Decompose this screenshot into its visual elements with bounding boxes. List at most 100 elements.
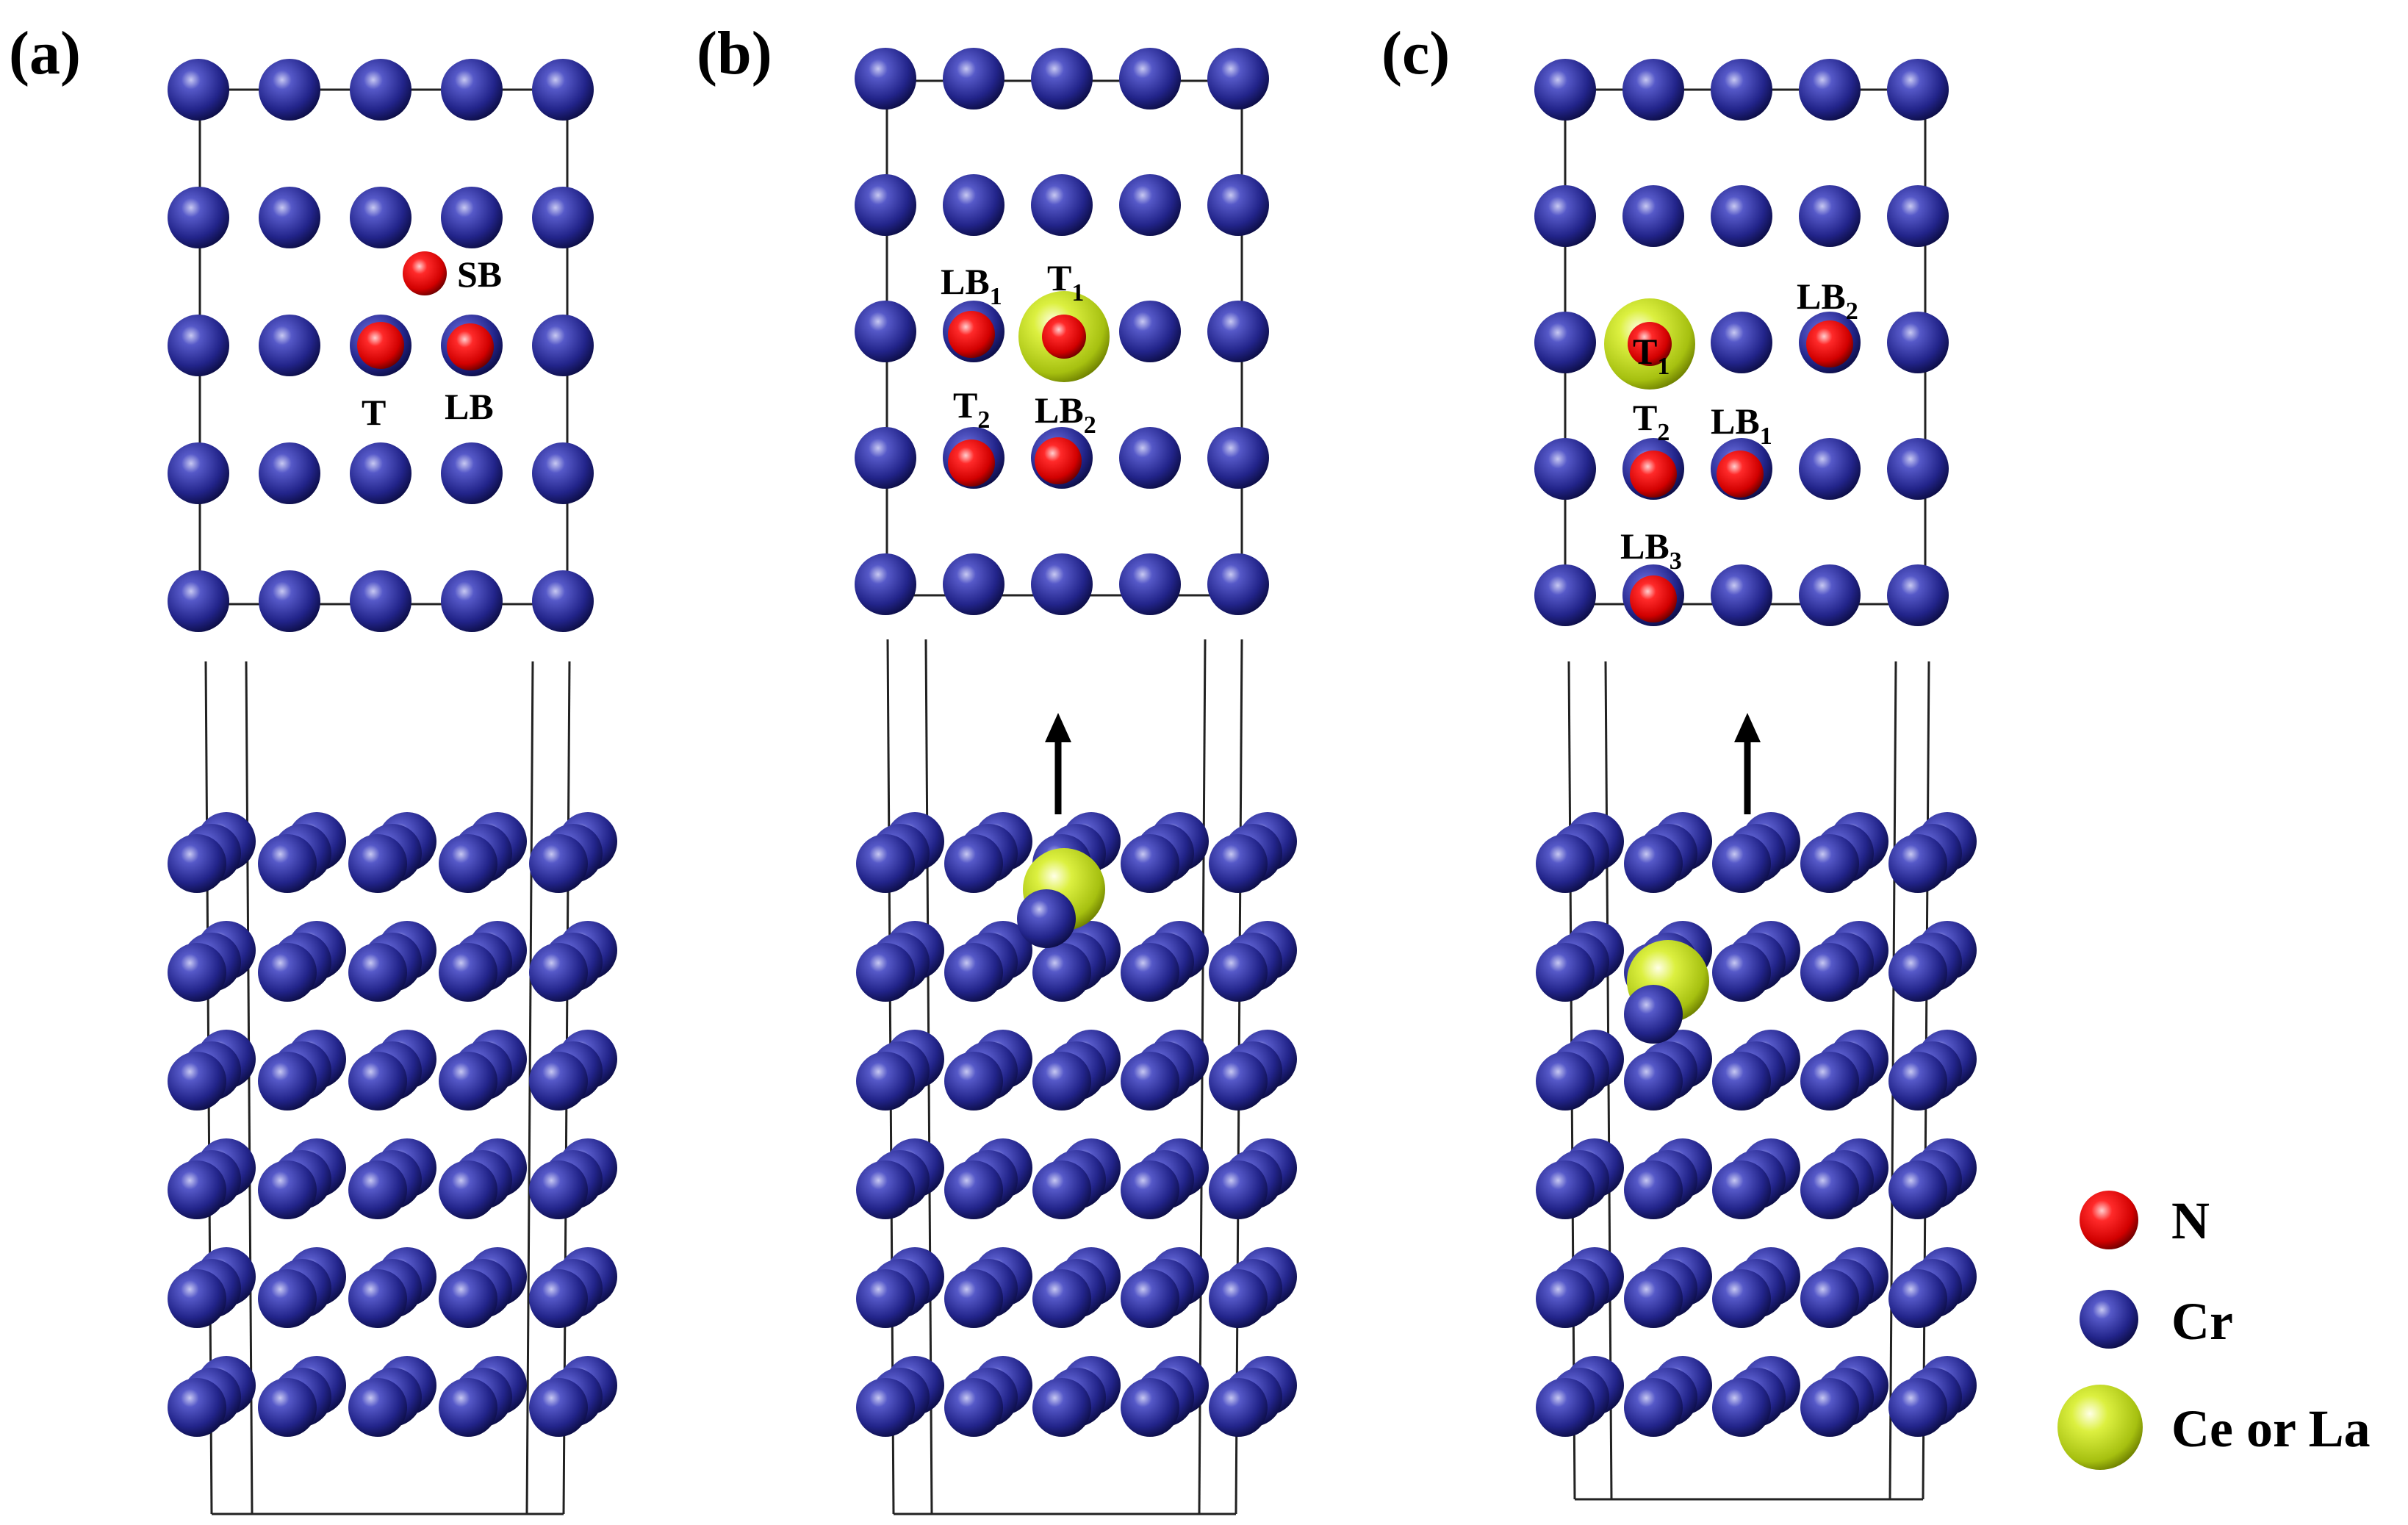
cr-atom-side: [1017, 889, 1076, 948]
cr-atom-side: [1800, 1160, 1859, 1219]
cr-atom-side: [1888, 1052, 1947, 1110]
cr-atom-side: [1800, 943, 1859, 1002]
n-atom-t2: [948, 439, 995, 487]
cr-atom-side: [1800, 834, 1859, 893]
cr-atom-side: [1032, 943, 1091, 1002]
cr-atom-side: [1624, 1378, 1683, 1437]
site-label-lb: LB: [445, 386, 494, 427]
n-atom-c-lb1: [1717, 451, 1764, 498]
cr-atom-side: [348, 1160, 407, 1219]
legend-label-cr: Cr: [2171, 1292, 2233, 1351]
cr-atom: [943, 553, 1004, 615]
site-label-c-lb1: LB1: [1711, 401, 1772, 450]
cr-atom: [855, 301, 916, 362]
site-label-c-t2: T2: [1633, 397, 1670, 446]
cr-atom-side: [856, 834, 915, 893]
cr-atom-side: [258, 1269, 317, 1328]
cr-atom-side: [856, 1052, 915, 1110]
cr-atom-side: [944, 1269, 1003, 1328]
cr-atom: [168, 315, 229, 376]
cr-atom-side: [1536, 834, 1595, 893]
cr-atom: [943, 174, 1004, 236]
cr-atom-side: [944, 834, 1003, 893]
cr-atom: [441, 59, 503, 121]
cr-atom-side: [1209, 943, 1268, 1002]
legend-label-ce-la: Ce or La: [2171, 1399, 2371, 1458]
n-atom-lb: [447, 323, 494, 370]
site-label-sb: SB: [457, 254, 502, 295]
cr-atom: [943, 48, 1004, 110]
cr-atom: [1887, 312, 1949, 373]
site-label-c-lb3: LB3: [1620, 525, 1682, 575]
cr-atom: [1799, 438, 1861, 500]
cr-atom-side: [439, 943, 497, 1002]
cr-atom-side: [1121, 1378, 1179, 1437]
site-label-lb2: LB2: [1035, 390, 1096, 439]
cr-atom: [1207, 174, 1269, 236]
cr-atom-side: [168, 1269, 226, 1328]
cr-atom-side: [1888, 943, 1947, 1002]
cr-atom-side: [1712, 943, 1771, 1002]
cr-atom-side: [1712, 1052, 1771, 1110]
direction-arrow-c: [1734, 713, 1761, 814]
cr-atom-side: [168, 943, 226, 1002]
cr-atom: [1534, 59, 1596, 121]
cr-atom: [1799, 564, 1861, 626]
cr-atom: [1031, 553, 1093, 615]
n-atom-c-lb2: [1806, 320, 1853, 367]
legend-swatch-ce-la: [2057, 1385, 2143, 1470]
legend-swatch-cr: [2080, 1290, 2138, 1349]
cr-atom: [441, 187, 503, 248]
cr-atom-side: [1624, 985, 1683, 1044]
cr-atom: [532, 59, 594, 121]
cr-atom-side: [258, 834, 317, 893]
cr-atom-side: [1800, 1052, 1859, 1110]
cr-atom-side: [856, 943, 915, 1002]
cr-atom-side: [529, 834, 588, 893]
side-cell-edge: [525, 661, 534, 1515]
cr-atom: [1887, 438, 1949, 500]
cr-atom-side: [856, 1160, 915, 1219]
cr-atom-side: [439, 1269, 497, 1328]
cr-atom: [441, 570, 503, 632]
cr-atom: [1887, 564, 1949, 626]
cr-atom-side: [348, 1052, 407, 1110]
cr-atom: [1711, 312, 1772, 373]
cr-atom: [1207, 48, 1269, 110]
cr-atom: [1119, 174, 1181, 236]
n-atom-lb2: [1035, 437, 1082, 484]
site-label-c-t1: T1: [1633, 331, 1670, 380]
cr-atom-side: [1536, 943, 1595, 1002]
cr-atom-side: [1209, 1160, 1268, 1219]
cr-atom: [350, 570, 411, 632]
site-label-t1: T1: [1047, 257, 1084, 306]
cr-atom: [259, 442, 320, 504]
cr-atom: [855, 427, 916, 489]
site-label-t2: T2: [953, 384, 990, 434]
cr-atom: [1622, 185, 1684, 247]
cr-atom-side: [168, 834, 226, 893]
cr-atom-side: [348, 1378, 407, 1437]
cr-atom-side: [1032, 1269, 1091, 1328]
panel-label-c: (c): [1381, 19, 1450, 87]
atoms-layer: [168, 48, 1977, 1437]
site-label-c-lb2: LB2: [1797, 276, 1858, 325]
cr-atom-side: [439, 1378, 497, 1437]
cr-atom-side: [856, 1269, 915, 1328]
cr-atom-side: [1888, 1269, 1947, 1328]
cr-atom: [532, 187, 594, 248]
cr-atom: [1534, 312, 1596, 373]
cr-atom-side: [1209, 1269, 1268, 1328]
n-atom-lb1: [948, 311, 995, 358]
cr-atom-side: [1032, 1052, 1091, 1110]
cr-atom-side: [1712, 1269, 1771, 1328]
cr-atom: [1534, 185, 1596, 247]
cr-atom-side: [1121, 1160, 1179, 1219]
cr-atom-side: [1624, 1269, 1683, 1328]
site-label-t: T: [362, 392, 386, 433]
cr-atom-side: [258, 1160, 317, 1219]
legend-label-n: N: [2171, 1191, 2210, 1250]
cr-atom: [168, 570, 229, 632]
cr-atom: [1887, 185, 1949, 247]
